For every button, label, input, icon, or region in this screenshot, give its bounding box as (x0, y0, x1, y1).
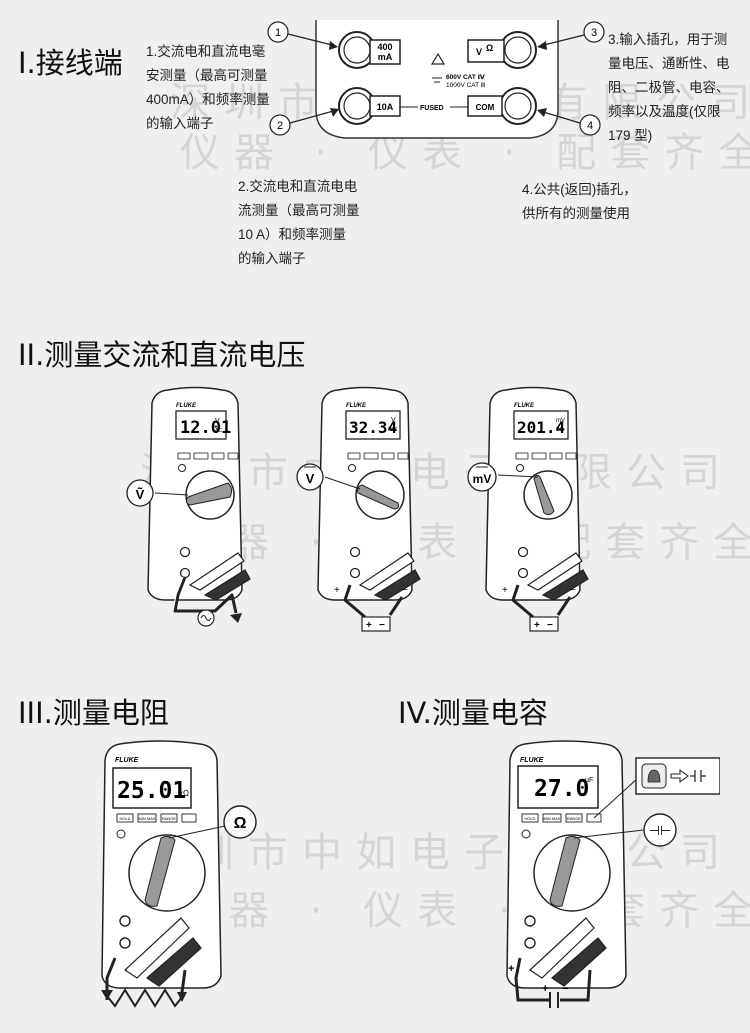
marker-3: 3 (537, 21, 605, 50)
marker-4: 4 (537, 108, 601, 136)
svg-text:+: + (334, 585, 340, 596)
svg-text:FLUKE: FLUKE (176, 403, 197, 409)
svg-text:3: 3 (591, 27, 597, 39)
cat-line-2: 1000V CAT Ⅲ (446, 82, 485, 89)
svg-text:+: + (508, 963, 514, 975)
svg-text:2: 2 (277, 120, 283, 132)
meter-dc-volt: FLUKE 32.34 V DC V + − + − (296, 386, 421, 632)
jack-ma-bottom-label: mA (378, 52, 393, 62)
svg-text:FLUKE: FLUKE (346, 403, 367, 409)
svg-text:V: V (215, 418, 220, 425)
svg-text:+: + (534, 620, 540, 631)
cat-line-1: 600V CAT Ⅳ (446, 74, 486, 81)
meter-reading: 12.01 (180, 418, 231, 438)
section-title-resistance: III.测量电阻 (18, 696, 169, 730)
dial-label: V (306, 471, 315, 486)
terminal-4-description: 4.公共(返回)插孔，供所有的测量使用 (522, 182, 637, 221)
jack-ohm-label: Ω (486, 43, 493, 53)
section-title-capacitance: IV.测量电容 (398, 696, 548, 730)
svg-text:kΩ: kΩ (179, 789, 189, 798)
svg-text:−: − (562, 983, 568, 995)
svg-text:+: + (502, 585, 508, 596)
dial-label: mV (473, 472, 492, 486)
marker-2: 2 (269, 108, 339, 136)
svg-text:FLUKE: FLUKE (520, 757, 544, 764)
dial-label: ⊣⊢ (649, 823, 672, 838)
meter-reading: 27.0 (534, 776, 589, 802)
jack-ma-top-label: 400 (377, 42, 392, 52)
section-title-terminals: I.接线端 (18, 46, 123, 80)
svg-text:+: + (542, 983, 548, 995)
section-title-voltage: II.测量交流和直流电压 (18, 338, 306, 372)
svg-text:DC: DC (556, 427, 564, 433)
svg-text:MIN MAX: MIN MAX (138, 816, 155, 821)
meter-resistance: FLUKE 25.01 kΩ HOLD MIN MAX RANGE Ω (101, 740, 257, 1008)
svg-text:RANGE: RANGE (567, 816, 582, 821)
jack-10a-label: 10A (377, 102, 394, 112)
svg-text:HOLD: HOLD (119, 816, 130, 821)
svg-text:−: − (402, 585, 408, 596)
svg-text:μF: μF (585, 777, 593, 784)
svg-text:HOLD: HOLD (524, 816, 535, 821)
meter-reading: 201.4 (517, 418, 565, 437)
marker-1: 1 (267, 21, 338, 50)
svg-text:+: + (366, 620, 372, 631)
svg-text:−: − (379, 620, 385, 631)
svg-text:FLUKE: FLUKE (115, 757, 139, 764)
svg-text:mV: mV (556, 418, 565, 424)
svg-text:−: − (547, 620, 553, 631)
jack-com-label: COM (476, 103, 495, 112)
svg-text:DC: DC (390, 427, 398, 433)
svg-text:AC: AC (215, 428, 222, 434)
meter-reading: 25.01 (117, 778, 186, 804)
svg-text:V: V (391, 417, 396, 424)
meter-reading: 32.34 (349, 418, 397, 437)
svg-text:RANGE: RANGE (162, 816, 177, 821)
warning-icon (430, 52, 446, 65)
meter-dc-mv: FLUKE 201.4 mV DC mV + − + − (467, 386, 589, 632)
meter-capacitance: FLUKE 27.0 μF HOLD MIN MAX RANGE ⊣⊢ + + … (506, 740, 720, 1008)
dial-label: Ṽ (136, 487, 145, 502)
svg-text:1: 1 (275, 27, 281, 39)
svg-text:MIN MAX: MIN MAX (543, 816, 560, 821)
terminal-panel-diagram: 400 mA 10A FUSED V Ω COM 600V CAT Ⅳ 1000… (267, 20, 605, 139)
svg-text:FLUKE: FLUKE (514, 403, 535, 409)
meter-ac-volt: FLUKE 12.01 V AC Ṽ (126, 386, 251, 627)
jack-v-label: V (476, 47, 482, 57)
dial-label: Ω (234, 815, 247, 832)
svg-text:4: 4 (587, 120, 593, 132)
fused-label: FUSED (420, 105, 444, 112)
svg-text:−: − (570, 585, 576, 596)
